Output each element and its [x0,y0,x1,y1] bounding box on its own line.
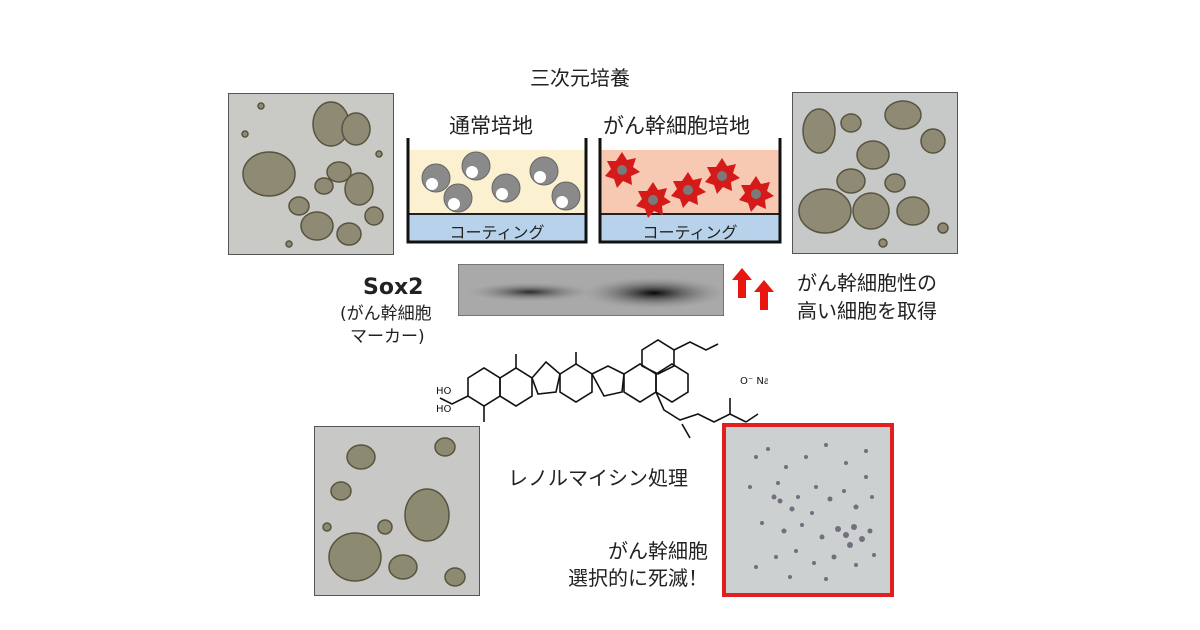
counter-ion-label: O⁻ Na⁺ [740,376,768,387]
result-line1: がん幹細胞性の [797,271,937,295]
stem-medium-dish [598,138,782,246]
renormycin-structure: O⁻ Na⁺ HO HO [428,330,775,450]
micrograph-stem-spheres [792,92,958,254]
stem-cells [605,152,774,218]
marker-note-line2: マーカー) [350,327,425,347]
kill-note-line1: がん幹細胞 [608,539,708,563]
stem-medium-label: がん幹細胞培地 [603,114,750,138]
hydroxyl-label-1: HO [436,386,452,397]
normal-medium-label: 通常培地 [449,114,533,138]
marker-note-line1: (がん幹細胞 [340,304,432,324]
hydroxyl-label-2: HO [436,404,452,415]
normal-medium-dish [406,138,588,246]
sox2-label: Sox2 [363,275,424,300]
kill-note-line2: 選択的に死滅！ [568,566,708,590]
stem-coating-label: コーティング [642,223,738,242]
culture-title: 三次元培養 [530,66,630,90]
micrograph-treated-dead-cells [722,423,894,597]
up-arrows-icon [732,268,776,312]
normal-coating-label: コーティング [449,223,545,242]
western-blot-image [457,263,726,317]
micrograph-untreated [314,426,480,596]
result-line2: 高い細胞を取得 [797,299,937,323]
treatment-label: レノルマイシン処理 [508,466,688,490]
micrograph-normal-spheres [228,93,394,255]
